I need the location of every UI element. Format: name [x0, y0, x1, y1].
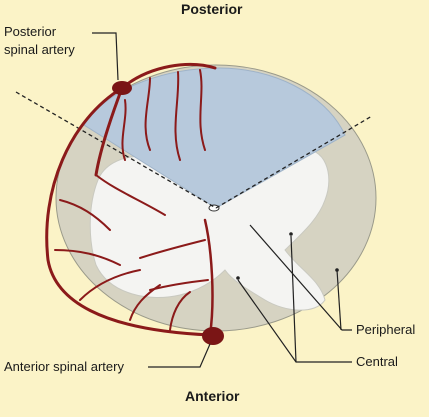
label-anterior: Anterior: [185, 388, 240, 404]
label-posterior-artery-2: spinal artery: [4, 42, 75, 57]
label-central: Central: [356, 354, 398, 369]
label-peripheral: Peripheral: [356, 322, 416, 337]
label-anterior-artery: Anterior spinal artery: [4, 359, 124, 374]
dashed-line-left: [15, 91, 217, 209]
leader-lines: [92, 32, 352, 368]
label-posterior-artery-1: Posterior: [4, 24, 57, 39]
central-marker-2: [289, 232, 293, 236]
anterior-artery-node: [202, 327, 224, 345]
arterial-network: [45, 62, 217, 337]
central-marker-1: [236, 276, 240, 280]
central-canal: [208, 204, 220, 212]
dashed-line-right: [215, 115, 373, 209]
label-posterior: Posterior: [181, 1, 243, 17]
peripheral-leader: [336, 269, 342, 331]
posterior-artery-node: [112, 81, 132, 95]
